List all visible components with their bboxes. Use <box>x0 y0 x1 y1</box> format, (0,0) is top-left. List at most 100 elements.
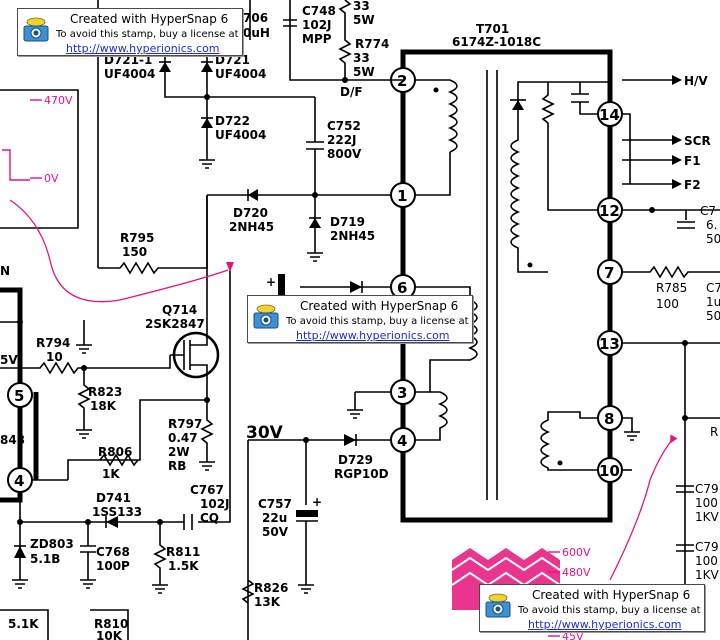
ic-843: 5 4 843 5V N 470V 0V 5.1K R810 10K <box>0 89 229 640</box>
svg-text:C7: C7 <box>706 281 720 295</box>
r785-value: 100 <box>656 297 679 311</box>
svg-text:C7: C7 <box>700 204 716 218</box>
d729-ref: D729 <box>338 453 373 467</box>
svg-text:12: 12 <box>599 202 620 220</box>
svg-text:843: 843 <box>0 433 25 447</box>
stamp-title: Created with HyperSnap 6 <box>70 12 229 26</box>
c752-value: 222J <box>327 133 357 147</box>
c768-ref: C768 <box>96 545 130 559</box>
svg-text:5W: 5W <box>353 13 375 27</box>
c748-value: 102J <box>302 18 332 32</box>
svg-text:10: 10 <box>599 462 620 480</box>
wave-left-high: 470V <box>44 94 73 107</box>
output-hv: H/V <box>684 74 708 88</box>
d721-part: UF4004 <box>215 67 266 81</box>
transformer-ref: T701 <box>476 22 509 36</box>
top-section: 706 0uH C748 102J MPP 33 5W R774 33 5W D… <box>97 0 403 268</box>
d722-part: UF4004 <box>215 128 266 142</box>
svg-text:2: 2 <box>397 72 407 90</box>
c752-voltage: 800V <box>327 147 362 161</box>
svg-text:5V: 5V <box>0 353 18 367</box>
svg-text:50: 50 <box>706 232 720 246</box>
svg-text:100: 100 <box>695 554 718 568</box>
r774-ref: R774 <box>355 37 389 51</box>
output-scr: SCR <box>684 134 711 148</box>
c752-ref: C752 <box>327 119 361 133</box>
zd803-value: 5.1B <box>30 552 60 566</box>
r826-value: 13K <box>254 595 281 609</box>
r806-value: 1K <box>102 467 120 481</box>
stamp-link[interactable]: http://www.hyperionics.com <box>66 42 220 55</box>
svg-text:6.: 6. <box>706 218 717 232</box>
c757-ref: C757 <box>258 497 292 511</box>
wave-right-high: 600V <box>562 546 591 559</box>
r806-ref: R806 <box>98 445 132 459</box>
camera-icon <box>485 593 511 618</box>
r794-value: 10 <box>46 350 63 364</box>
r826-ref: R826 <box>254 581 288 595</box>
svg-text:+: + <box>266 275 276 289</box>
r823-value: 18K <box>90 399 117 413</box>
svg-text:14: 14 <box>599 106 620 124</box>
c748-ref: C748 <box>302 4 336 18</box>
r794-ref: R794 <box>36 336 70 350</box>
stamp-subtitle: To avoid this stamp, buy a license at <box>56 29 239 40</box>
c757-voltage: 50V <box>262 525 289 539</box>
d729-part: RGP10D <box>334 467 389 481</box>
svg-text:6: 6 <box>397 279 407 297</box>
r795-ref: R795 <box>120 231 154 245</box>
r797-v3: RB <box>168 459 186 473</box>
q714-section: R795 150 Q714 2SK2847 R794 10 R823 18K R… <box>0 195 234 594</box>
zd803-ref: ZD803 <box>30 537 74 551</box>
r823-ref: R823 <box>88 385 122 399</box>
watermark-stamp-bottom: Created with HyperSnap 6 To avoid this s… <box>479 584 705 632</box>
svg-text:0uH: 0uH <box>243 26 270 40</box>
d720-part: 2NH45 <box>229 220 274 234</box>
svg-text:4: 4 <box>14 472 24 490</box>
svg-text:50: 50 <box>706 309 720 323</box>
d721-1-part: UF4004 <box>104 67 155 81</box>
stamp-link[interactable]: http://www.hyperionics.com <box>296 329 450 342</box>
bottom-middle: 30V D729 RGP10D + C757 22u 50V R826 13K … <box>241 274 391 640</box>
transformer-t701: T701 6174Z-1018C <box>400 22 613 523</box>
r797-v1: 0.47 <box>168 431 198 445</box>
c767-type: CQ <box>200 511 219 525</box>
svg-text:1KV: 1KV <box>695 568 720 582</box>
watermark-stamp-top: Created with HyperSnap 6 To avoid this s… <box>17 8 243 56</box>
d741-ref: D741 <box>96 491 131 505</box>
stamp-link[interactable]: http://www.hyperionics.com <box>528 618 682 631</box>
r774-v1: 33 <box>353 51 370 65</box>
c767-value: 102J <box>200 497 230 511</box>
d719-part: 2NH45 <box>330 229 375 243</box>
output-df: D/F <box>340 85 363 99</box>
svg-text:100: 100 <box>695 496 718 510</box>
d720-ref: D720 <box>233 206 268 220</box>
stamp-subtitle: To avoid this stamp, buy a license at <box>518 605 701 616</box>
svg-text:3: 3 <box>397 384 407 402</box>
c748-type: MPP <box>302 32 332 46</box>
r811-value: 1.5K <box>168 559 199 573</box>
r797-ref: R797 <box>168 417 202 431</box>
svg-text:1KV: 1KV <box>695 510 720 524</box>
r795-value: 150 <box>122 245 147 259</box>
stamp-subtitle: To avoid this stamp, buy a license at <box>286 316 469 327</box>
svg-text:706: 706 <box>243 11 268 25</box>
c768-value: 100P <box>96 559 130 573</box>
label-30v: 30V <box>246 423 284 443</box>
r797-v2: 2W <box>168 445 190 459</box>
d721-1-ref: D721-1 <box>104 53 152 67</box>
stamp-title: Created with HyperSnap 6 <box>300 299 459 313</box>
svg-text:C79: C79 <box>695 540 719 554</box>
svg-text:1: 1 <box>397 187 407 205</box>
output-f1: F1 <box>684 154 701 168</box>
svg-text:33: 33 <box>353 0 370 13</box>
wave-right-mid: 480V <box>562 566 591 579</box>
output-lines: H/V SCR F1 F2 C7 6. 50 R785 100 C7 1u 50… <box>622 74 720 590</box>
svg-text:5.1K: 5.1K <box>8 617 39 631</box>
d719-ref: D719 <box>330 215 365 229</box>
wave-left-low: 0V <box>44 172 59 185</box>
r810-value: 10K <box>96 629 123 640</box>
transformer-pins: 2 1 6 3 4 14 12 7 13 8 10 <box>390 67 623 483</box>
r810-ref: R810 <box>94 617 128 631</box>
svg-text:N: N <box>0 264 10 278</box>
